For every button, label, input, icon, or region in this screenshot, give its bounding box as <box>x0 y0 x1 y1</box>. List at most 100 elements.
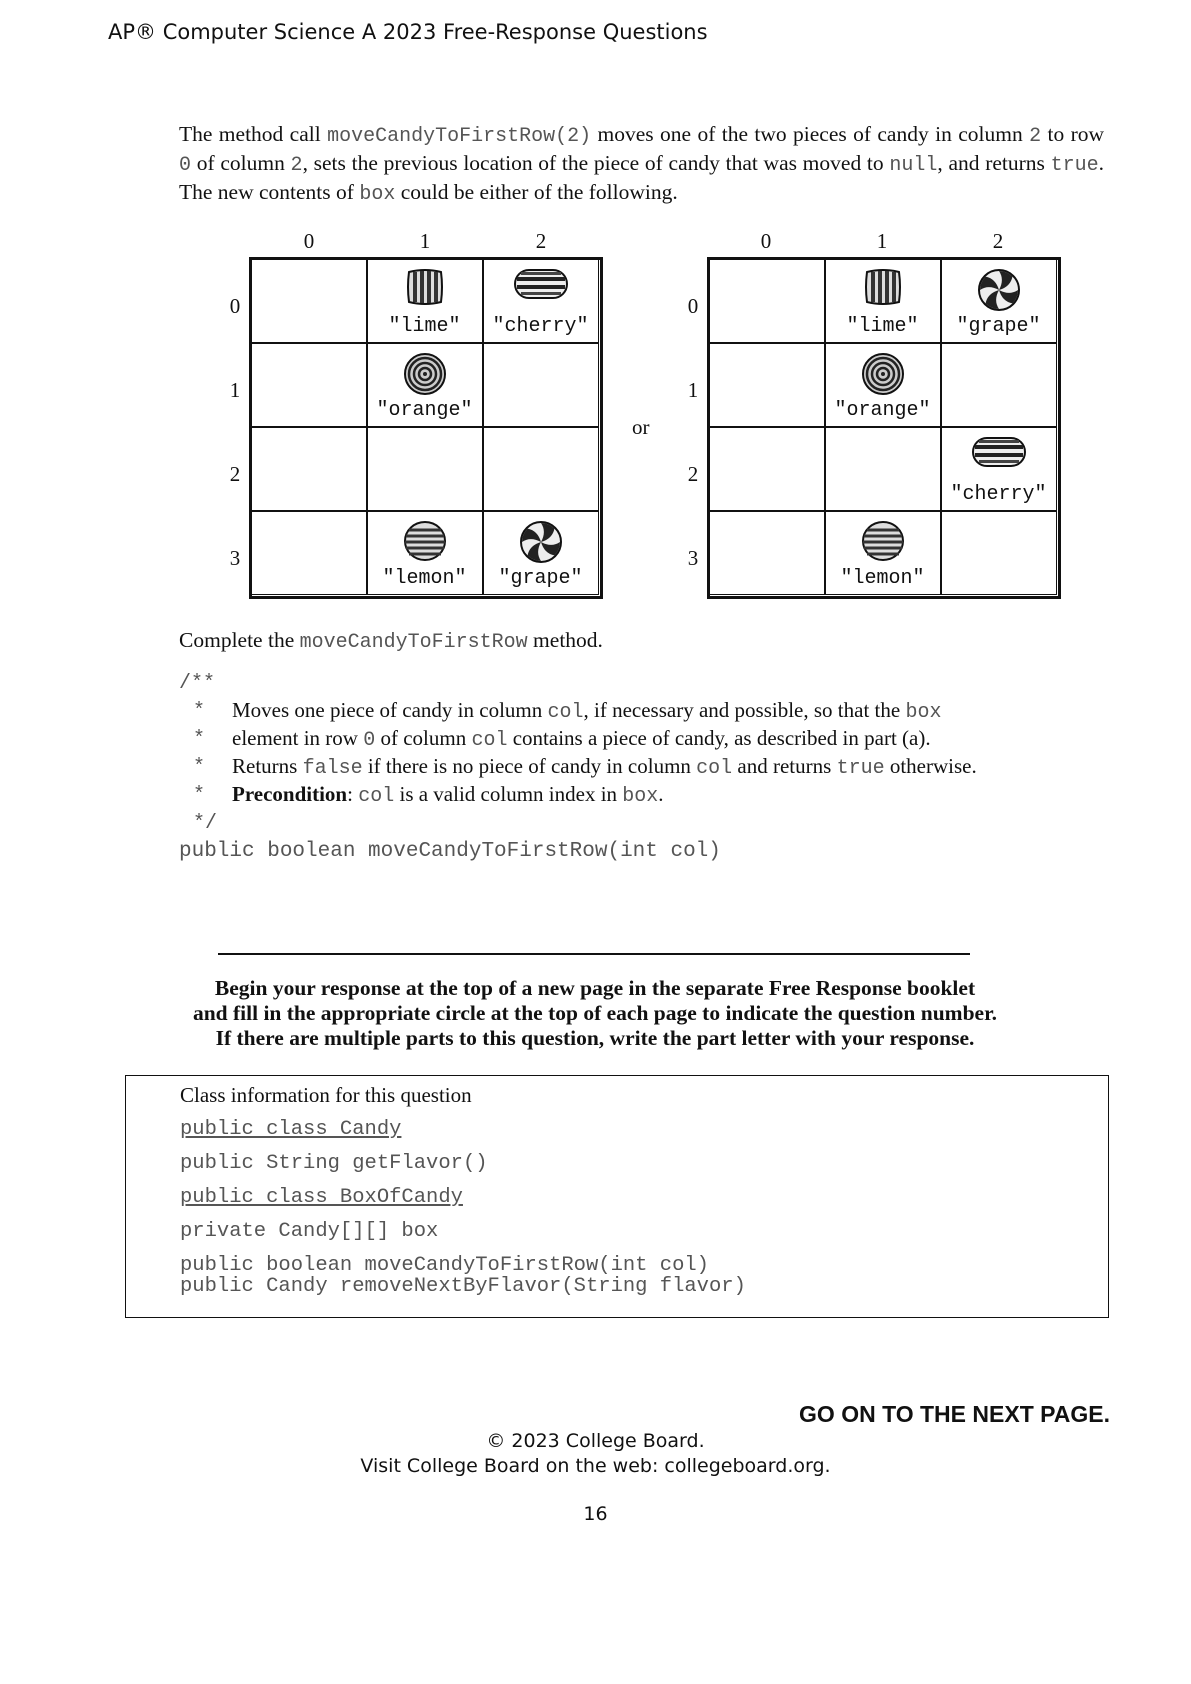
grid-left-row-header: 1 <box>229 378 241 402</box>
instructions-line: Begin your response at the top of a new … <box>214 976 976 1000</box>
copyright: © 2023 College Board. <box>486 1430 705 1452</box>
javadoc-text: : <box>347 782 359 806</box>
intro-code: true <box>1050 154 1099 177</box>
javadoc-star: * <box>193 700 206 723</box>
or-label: or <box>632 415 650 439</box>
javadoc-text: Returns <box>232 754 303 778</box>
grid-cell: "orange" <box>824 342 941 427</box>
grid-right-row-header: 0 <box>687 294 699 318</box>
intro-text: The method call <box>179 122 328 146</box>
grid-cell: "grape" <box>940 258 1057 343</box>
intro-code: 0 <box>179 154 192 177</box>
candy-flavor-label: "lime" <box>846 314 919 338</box>
page-number: 16 <box>583 1503 608 1525</box>
lemon-candy-icon <box>403 520 447 567</box>
page-header: AP® Computer Science A 2023 Free-Respons… <box>108 20 708 44</box>
grid-cell <box>250 510 367 595</box>
javadoc-text: contains a piece of candy, as described … <box>507 726 931 750</box>
javadoc-text: element in row <box>232 726 364 750</box>
grid-cell: "cherry" <box>482 258 599 343</box>
instructions-line: If there are multiple parts to this ques… <box>215 1026 975 1050</box>
class-boxofcandy-declaration: public class BoxOfCandy <box>180 1186 463 1209</box>
grid-cell <box>708 258 825 343</box>
grid-cell <box>250 258 367 343</box>
lemon-candy-icon <box>861 520 905 567</box>
grid-cell <box>824 426 941 511</box>
intro-code: moveCandyToFirstRow(2) <box>327 125 592 148</box>
grid-cell: "lime" <box>366 258 483 343</box>
javadoc-text: . <box>658 782 664 806</box>
candy-flavor-label: "orange" <box>834 398 931 422</box>
intro-text: . The new contents of <box>179 151 1104 204</box>
grid-cell: "cherry" <box>940 426 1057 511</box>
intro-code: 2 <box>1029 125 1042 148</box>
grid-cell: "orange" <box>366 342 483 427</box>
javadoc-code: col <box>696 757 733 780</box>
grid-cell: "lime" <box>824 258 941 343</box>
lime-candy-icon <box>863 268 903 311</box>
class-candy-method: public String getFlavor() <box>180 1152 488 1175</box>
intro-text: , sets the previous location of the piec… <box>302 151 890 175</box>
visit-web: Visit College Board on the web: collegeb… <box>360 1455 831 1477</box>
candy-flavor-label: "orange" <box>376 398 473 422</box>
grid-left-col-header: 1 <box>419 229 431 253</box>
javadoc-line-3: Returns false if there is no piece of ca… <box>232 754 977 780</box>
orange-candy-icon <box>861 352 905 401</box>
complete-code: moveCandyToFirstRow <box>299 631 528 654</box>
candy-flavor-label: "cherry" <box>950 482 1047 506</box>
cherry-candy-icon <box>971 436 1027 473</box>
grid-cell <box>482 426 599 511</box>
javadoc-text: of column <box>375 726 472 750</box>
grid-cell <box>366 426 483 511</box>
grid-left-row-header: 3 <box>229 546 241 570</box>
intro-code: null <box>889 154 938 177</box>
javadoc-line-4: Precondition: col is a valid column inde… <box>232 782 664 808</box>
javadoc-code: col <box>547 701 584 724</box>
javadoc-text: Moves one piece of candy in column <box>232 698 548 722</box>
candy-flavor-label: "cherry" <box>492 314 589 338</box>
orange-candy-icon <box>403 352 447 401</box>
grape-candy-icon <box>977 268 1021 317</box>
javadoc-code: true <box>836 757 885 780</box>
javadoc-code: box <box>905 701 942 724</box>
grid-left-row-header: 0 <box>229 294 241 318</box>
precondition-label: Precondition <box>232 782 348 806</box>
grid-cell: "lemon" <box>366 510 483 595</box>
javadoc-line-1: Moves one piece of candy in column col, … <box>232 698 941 724</box>
javadoc-line-2: element in row 0 of column col contains … <box>232 726 931 752</box>
grid-right-row-header: 1 <box>687 378 699 402</box>
grid-cell <box>250 426 367 511</box>
complete-text: method. <box>527 628 603 652</box>
class-boxofcandy-method: public boolean moveCandyToFirstRow(int c… <box>180 1254 709 1277</box>
javadoc-open: /** <box>179 672 216 695</box>
grape-candy-icon <box>519 520 563 569</box>
grid-right-col-header: 0 <box>760 229 772 253</box>
class-boxofcandy-method: public Candy removeNextByFlavor(String f… <box>180 1275 746 1298</box>
javadoc-code: col <box>358 785 395 808</box>
intro-code: box <box>359 183 396 206</box>
grid-cell: "lemon" <box>824 510 941 595</box>
grid-left-row-header: 2 <box>229 462 241 486</box>
class-info-heading: Class information for this question <box>180 1083 472 1107</box>
divider-line <box>218 953 970 955</box>
grid-cell: "grape" <box>482 510 599 595</box>
cherry-candy-icon <box>513 268 569 305</box>
intro-text: could be either of the following. <box>395 180 678 204</box>
candy-box-grid-left: "lime" "cherry" "orange" "lemon" "grape" <box>249 257 603 599</box>
javadoc-star: * <box>193 784 206 807</box>
instructions-line: and fill in the appropriate circle at th… <box>192 1001 998 1025</box>
class-boxofcandy-field: private Candy[][] box <box>180 1220 439 1243</box>
javadoc-star: * <box>193 756 206 779</box>
grid-right-col-header: 1 <box>876 229 888 253</box>
complete-instruction: Complete the moveCandyToFirstRow method. <box>179 628 603 654</box>
javadoc-text: if there is no piece of candy in column <box>362 754 697 778</box>
grid-cell <box>708 510 825 595</box>
candy-flavor-label: "lemon" <box>840 566 925 590</box>
candy-flavor-label: "grape" <box>498 566 583 590</box>
candy-flavor-label: "grape" <box>956 314 1041 338</box>
grid-cell <box>482 342 599 427</box>
method-signature: public boolean moveCandyToFirstRow(int c… <box>179 840 721 863</box>
complete-text: Complete the <box>179 628 300 652</box>
class-candy-declaration: public class Candy <box>180 1118 402 1141</box>
intro-text: , and returns <box>937 151 1051 175</box>
